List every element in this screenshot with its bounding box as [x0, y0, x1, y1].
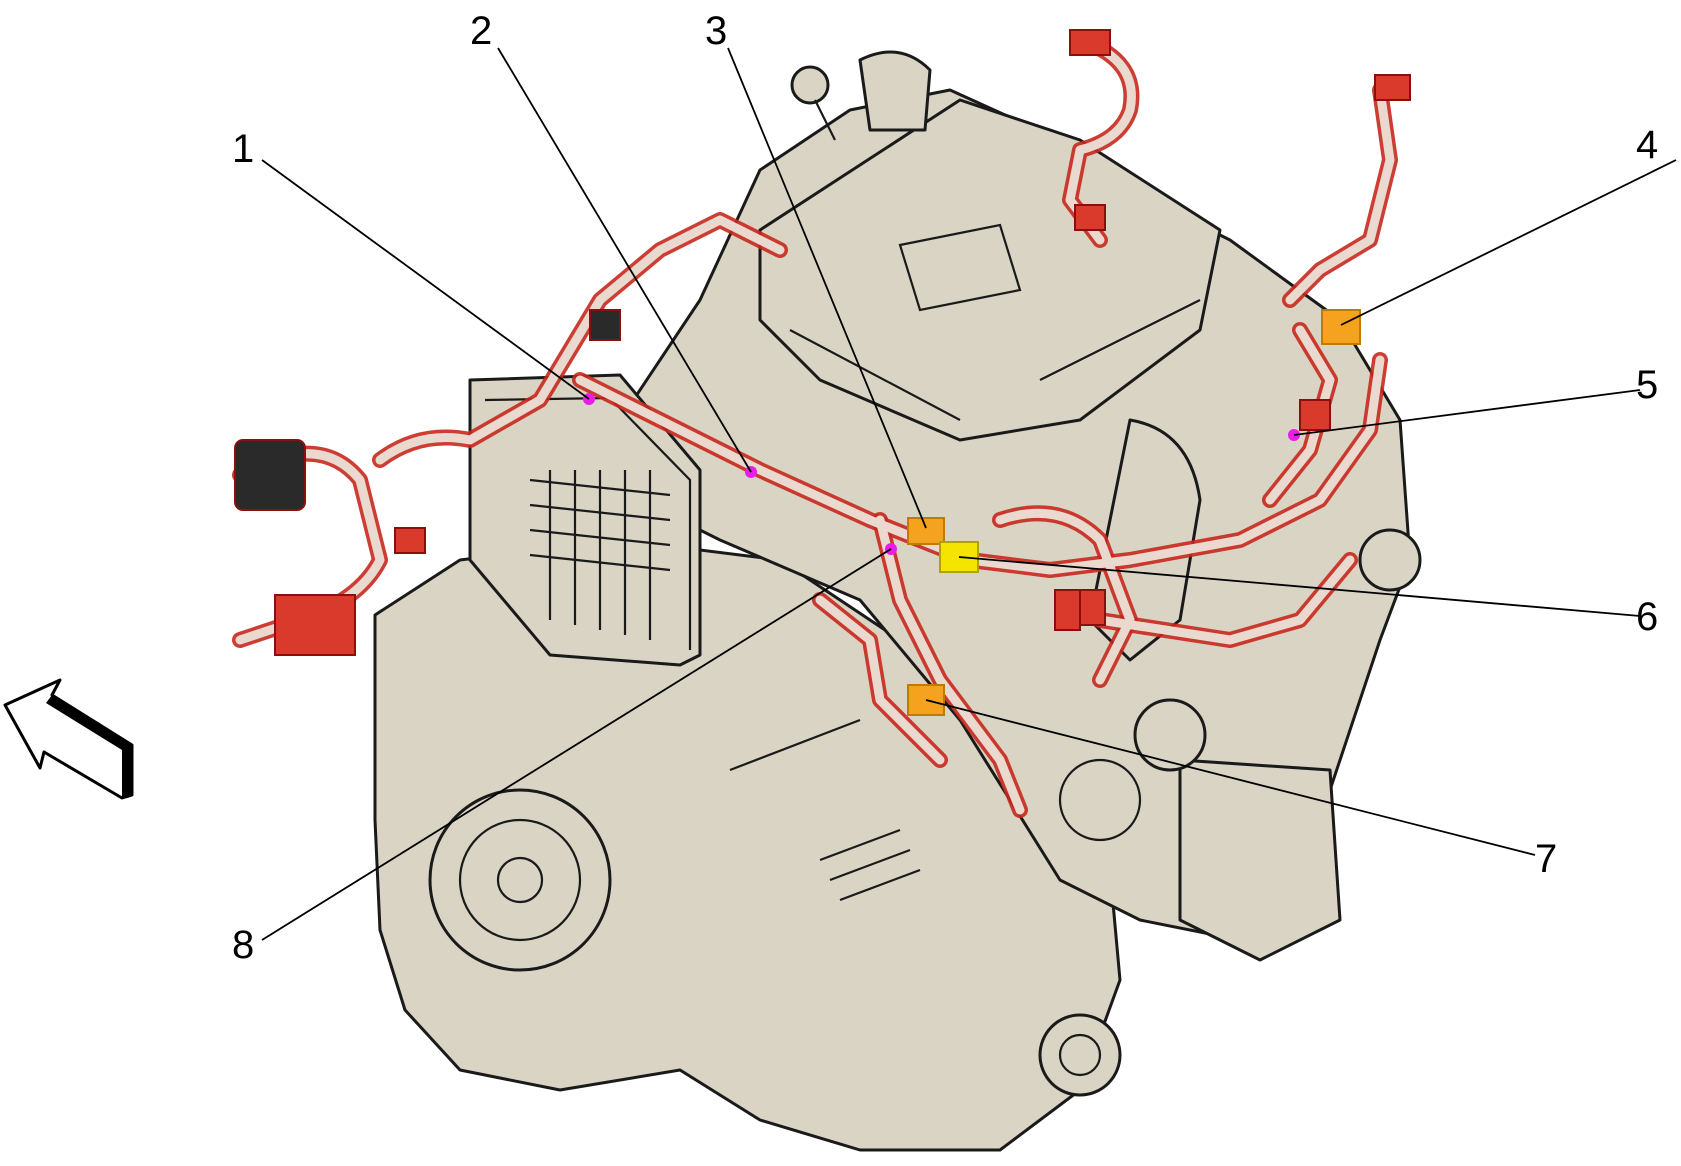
connector-highlight-4 — [1321, 309, 1361, 345]
leader-6 — [958, 556, 1641, 617]
leader-4 — [1340, 159, 1677, 326]
leader-2 — [497, 47, 752, 473]
harness-connector-black — [589, 309, 621, 341]
callout-3: 3 — [705, 9, 727, 53]
callout-labels: 1 2 3 4 5 6 7 8 — [232, 9, 1658, 967]
harness-connector-red — [1054, 589, 1081, 631]
harness-connector-red — [1374, 74, 1411, 101]
leader-1 — [261, 159, 590, 400]
leader-7 — [925, 699, 1536, 856]
harness-connector-black — [234, 439, 306, 511]
harness-connector-red — [1069, 29, 1111, 56]
callout-4: 4 — [1636, 123, 1658, 167]
harness-connector-red — [1074, 204, 1106, 231]
callout-8: 8 — [232, 923, 254, 967]
callout-1: 1 — [232, 127, 254, 171]
callout-5: 5 — [1636, 363, 1658, 407]
leader-3 — [727, 47, 927, 529]
front-direction-arrow-icon — [3, 678, 134, 800]
harness-connector-red — [1299, 399, 1331, 431]
callout-2: 2 — [470, 9, 492, 53]
harness-connector-red — [274, 594, 356, 656]
leader-5 — [1293, 389, 1641, 436]
leader-8 — [261, 548, 892, 941]
callout-6: 6 — [1636, 595, 1658, 639]
harness-connector-red — [394, 527, 426, 554]
leader-lines — [261, 47, 1677, 941]
callout-7: 7 — [1535, 837, 1557, 881]
connector-highlight-3 — [907, 517, 945, 545]
wiring-harness — [232, 29, 1411, 818]
